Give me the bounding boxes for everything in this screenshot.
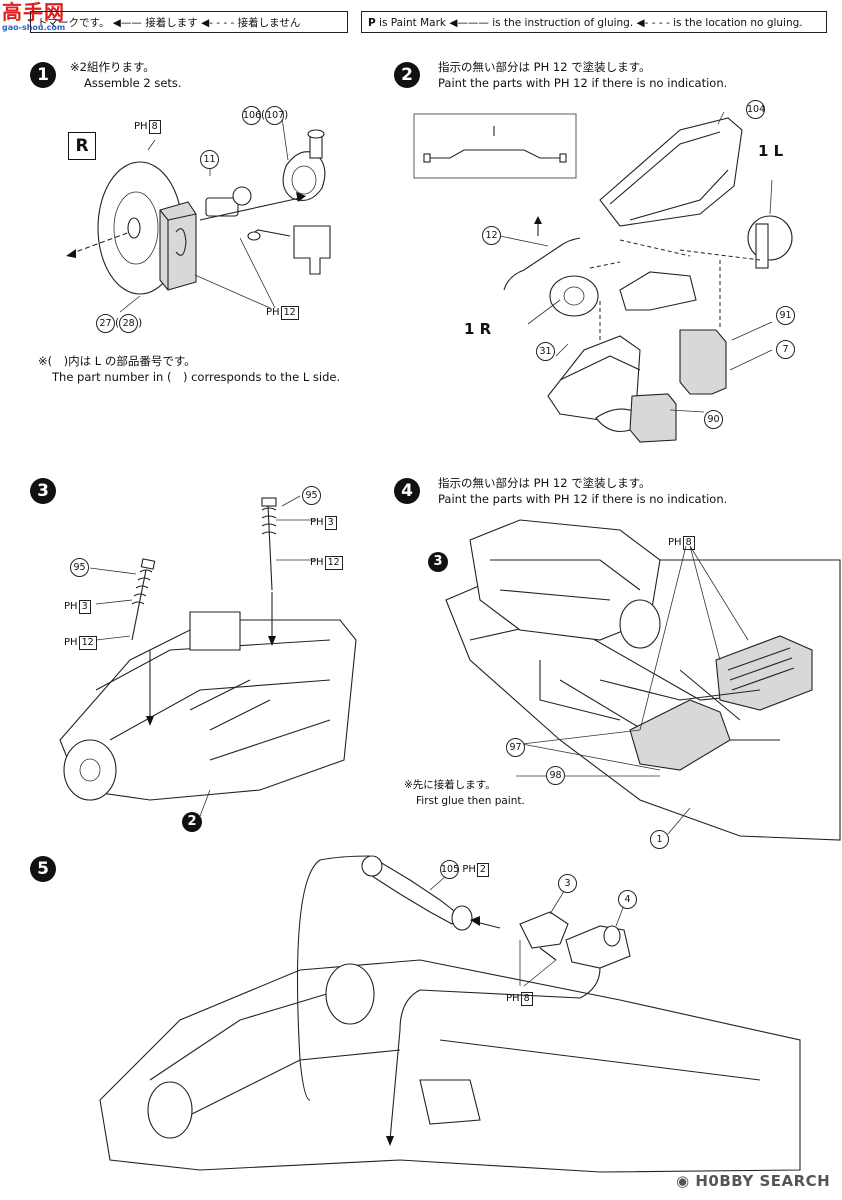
arrow-dashed-icon: ◀- - - -: [636, 17, 670, 29]
part-27-28: 27(28): [96, 314, 142, 333]
watermark-logo: 高手网: [2, 2, 65, 22]
legend-english: P is Paint Mark ◀——— is the instruction …: [361, 11, 827, 33]
part-4: 4: [618, 890, 637, 909]
legend-japanese: トマークです。 ◀—— 接着します ◀- - - - 接着しません: [30, 11, 348, 33]
step-4-badge: 4: [394, 478, 420, 504]
part-31: 31: [536, 342, 555, 361]
step-1-footnote-jp: ※( )内は L の部品番号です。: [38, 354, 196, 368]
step-1-note-en: Assemble 2 sets.: [84, 76, 182, 90]
step-2-badge: 2: [394, 62, 420, 88]
watermark-cn: 高手网: [2, 0, 65, 24]
step-2-note-en: Paint the parts with PH 12 if there is n…: [438, 76, 728, 90]
arrow-solid-icon: ◀———: [449, 17, 489, 29]
part-106-107: 106(107): [242, 106, 288, 125]
ref-step-2-badge: 2: [182, 812, 202, 832]
step5-drawing: [99, 855, 801, 1173]
part-91: 91: [776, 306, 795, 325]
watermark-url-text: gao-shou.com: [2, 23, 66, 32]
legend-jp-glue: 接着します: [145, 17, 198, 29]
part-104: 104: [746, 100, 765, 119]
step-2-note-jp: 指示の無い部分は PH 12 で塗装します。: [438, 60, 651, 74]
part-7: 7: [776, 340, 795, 359]
step-3-badge: 3: [30, 478, 56, 504]
watermark-url: gao-shou.com: [2, 23, 65, 32]
watermark-logo-icon: ◉: [676, 1172, 690, 1190]
part-11: 11: [200, 150, 219, 169]
arrow-dashed-icon: ◀- - - -: [201, 17, 235, 29]
side-r-label: R: [68, 132, 96, 160]
step-4-note-jp: 指示の無い部分は PH 12 で塗装します。: [438, 476, 651, 490]
step2-drawing: [413, 111, 793, 443]
part-1: 1: [650, 830, 669, 849]
part-95-left: 95: [70, 558, 89, 577]
step-4-note-en: Paint the parts with PH 12 if there is n…: [438, 492, 728, 506]
part-98: 98: [546, 766, 565, 785]
legend-en-paint: is Paint Mark: [379, 17, 446, 29]
part-3: 3: [558, 874, 577, 893]
ref-step-1-r: 1 R: [464, 320, 492, 338]
part-90: 90: [704, 410, 723, 429]
step-1-note-jp: ※2組作ります。: [70, 60, 155, 74]
ref-step-3-badge: 3: [428, 552, 448, 572]
ref-step-1-l: 1 L: [758, 142, 784, 160]
watermark-bottom-text: H0BBY SEARCH: [695, 1172, 831, 1190]
legend-en-glue: is the instruction of gluing.: [492, 17, 634, 29]
step4-drawing: [445, 519, 841, 841]
step-5-badge: 5: [30, 856, 56, 882]
part-97: 97: [506, 738, 525, 757]
arrow-solid-icon: ◀——: [112, 17, 142, 29]
part-12: 12: [482, 226, 501, 245]
paint-mark-icon: P: [368, 17, 376, 29]
hobbysearch-watermark: ◉ H0BBY SEARCH: [676, 1172, 830, 1190]
step-4-glue-note-jp: ※先に接着します。: [404, 779, 496, 791]
step-1-badge: 1: [30, 62, 56, 88]
step-1-footnote-en: The part number in ( ) corresponds to th…: [52, 370, 341, 384]
legend-en-noglue: is the location no gluing.: [673, 17, 803, 29]
legend-jp-noglue: 接着しません: [237, 17, 301, 29]
legend-jp-paint: トマークです。: [37, 17, 110, 29]
step1-drawing: [66, 117, 331, 313]
part-95-right: 95: [302, 486, 321, 505]
step-4-glue-note-en: First glue then paint.: [416, 795, 525, 807]
step3-drawing: [59, 495, 357, 817]
